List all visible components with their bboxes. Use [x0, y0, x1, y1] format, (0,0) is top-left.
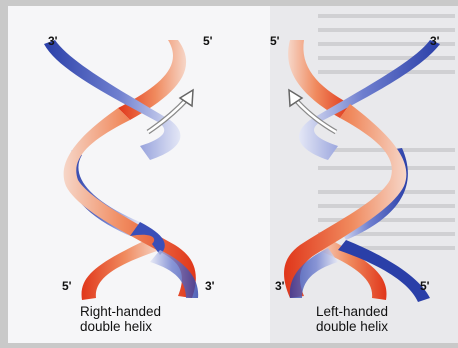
left-helix-caption: Left-handed double helix [316, 304, 388, 334]
left-helix-caption-line1: Left-handed [316, 304, 388, 319]
left-helix-bottom-right-label: 5' [420, 280, 430, 292]
left-helix-top-left-label: 5' [270, 35, 280, 47]
right-helix-top-right-label: 5' [203, 35, 213, 47]
right-helix-panel [8, 6, 270, 343]
right-helix-caption-line2: double helix [80, 319, 161, 334]
left-helix-top-right-label: 3' [430, 35, 440, 47]
left-helix-caption-line2: double helix [316, 319, 388, 334]
right-helix-caption: Right-handed double helix [80, 304, 161, 334]
right-helix-top-left-label: 3' [48, 35, 58, 47]
left-helix-bottom-left-label: 3' [275, 280, 285, 292]
right-helix-bottom-left-label: 5' [62, 280, 72, 292]
right-helix-caption-line1: Right-handed [80, 304, 161, 319]
right-helix-bottom-right-label: 3' [205, 280, 215, 292]
